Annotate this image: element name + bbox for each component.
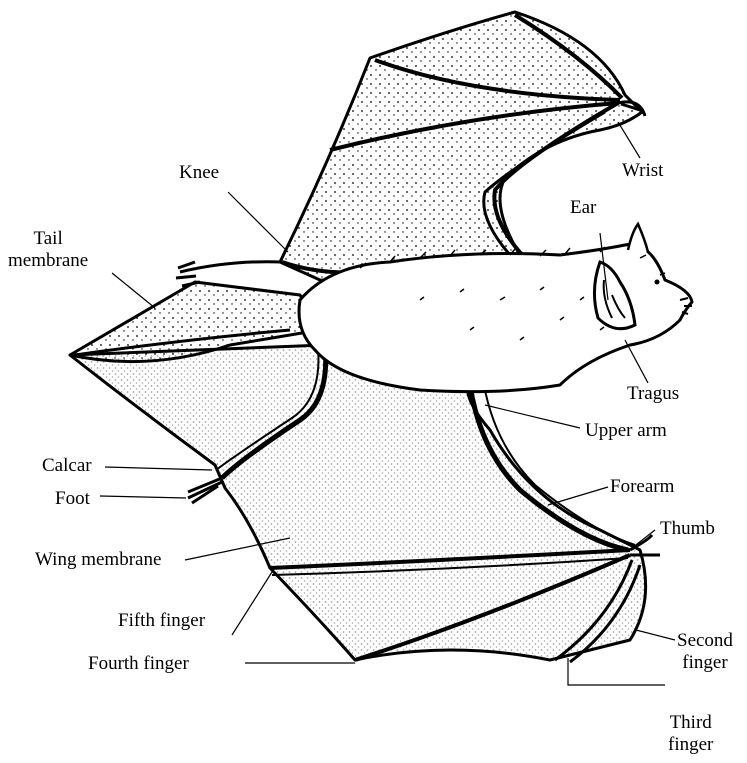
label-fifth-finger: Fifth finger (118, 610, 205, 632)
label-second-finger: Second finger (677, 630, 733, 674)
label-foot: Foot (55, 488, 90, 510)
label-wing-membrane: Wing membrane (35, 549, 161, 571)
label-third-finger-line2: finger (668, 734, 713, 756)
label-tail-membrane-line1: Tail (8, 228, 88, 250)
label-fourth-finger: Fourth finger (88, 653, 189, 675)
label-wrist: Wrist (622, 160, 663, 182)
label-second-finger-line1: Second (677, 630, 733, 652)
label-calcar: Calcar (42, 455, 92, 477)
label-ear: Ear (570, 197, 596, 219)
label-second-finger-line2: finger (677, 652, 733, 674)
label-knee: Knee (179, 162, 219, 184)
label-third-finger-line1: Third (668, 712, 713, 734)
label-third-finger: Third finger (668, 712, 713, 756)
label-thumb: Thumb (660, 518, 715, 540)
label-tragus: Tragus (627, 383, 679, 405)
label-tail-membrane-line2: membrane (8, 250, 88, 272)
label-upper-arm: Upper arm (585, 420, 667, 442)
label-forearm: Forearm (610, 476, 674, 498)
label-tail-membrane: Tail membrane (8, 228, 88, 272)
